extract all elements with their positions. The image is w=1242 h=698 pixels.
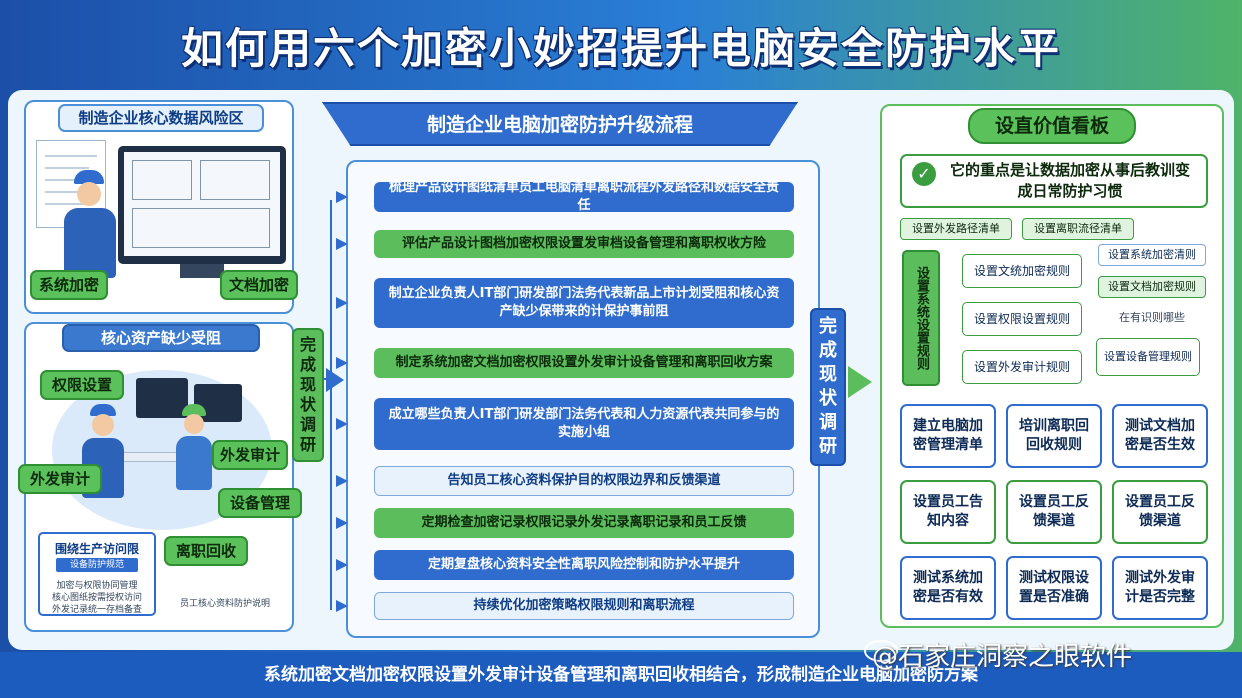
flow-step-arrow-6 [336,475,348,487]
page-title: 如何用六个加密小妙招提升电脑安全防护水平 [180,24,1061,73]
check-icon: ✓ [912,162,936,186]
value-dashboard-title: 设直价值看板 [968,108,1136,144]
value-card-1: 建立电脑加密管理清单 [900,404,996,468]
flow-step-arrow-7 [336,517,348,529]
risk-panel-title: 制造企业核心数据风险区 [58,104,264,132]
left-arrow [326,368,344,392]
path-tab-outbound: 设置外发路径清单 [900,218,1012,240]
flow-step-3: 制立企业负责人IT部门研发部门法务代表新品上市计划受阻和核心资产缺少保带来的计保… [374,278,794,328]
flow-step-1: 梳理产品设计图纸清单员工电脑清单离职流程外发路径和数据安全责任 [374,180,794,213]
flow-step-6: 告知员工核心资料保护目的权限边界和反馈渠道 [374,466,794,496]
flow-step-7: 定期检查加密记录权限记录外发记录离职记录和员工反馈 [374,508,794,538]
flow-step-arrow-9 [336,600,348,612]
policy-side-note: 员工核心资料防护说明 [180,599,271,609]
policy-note-line-2: 核心图纸按需授权访问 [51,593,142,603]
flow-header: 制造企业电脑加密防护升级流程 [426,114,693,136]
tag-document-encryption: 文档加密 [220,270,298,300]
tag-system-encryption: 系统加密 [30,270,108,300]
value-card-7: 测试系统加密是否有效 [900,556,996,620]
flow-step-arrow-2 [336,238,348,250]
flow-step-4: 制定系统加密文档加密权限设置外发审计设备管理和离职回收方案 [374,348,794,378]
value-card-4: 设置员工告知内容 [900,480,996,544]
footer-text: 系统加密文档加密权限设置外发审计设备管理和离职回收相结合，形成制造企业电脑加密防… [264,665,978,685]
value-card-9: 测试外发审计是否完整 [1112,556,1208,620]
watermark-logo [864,640,898,662]
flow-step-2: 评估产品设计图档加密权限设置发审档设备管理和离职权收方险 [374,230,794,258]
highlight-box [900,154,1208,208]
flow-step-arrow-5 [336,418,348,430]
path-tab-resign: 设置离职流径清单 [1022,218,1134,240]
value-card-8: 测试权限设置是否准确 [1006,556,1102,620]
right-arrow [848,366,872,398]
connector-vertical [330,200,332,610]
worker-figure [60,170,120,280]
assets-panel-title: 核心资产缺少受阻 [62,324,260,352]
flow-step-5: 成立哪些负责人IT部门研发部门法务代表和人力资源代表共同参与的实施小组 [374,398,794,450]
rule-outbound-audit: 设置外发审计规则 [962,350,1082,384]
flow-step-arrow-8 [336,559,348,571]
value-card-5: 设置员工反馈渠道 [1006,480,1102,544]
value-card-2: 培训离职回回收规则 [1006,404,1102,468]
tag-permission: 权限设置 [40,370,124,400]
policy-note-title: 围绕生产访问限 [54,542,139,556]
rule-system-encryption: 设置文统加密规则 [962,254,1082,288]
office-worker-1 [80,404,126,514]
tag-outbound-audit-right: 外发审计 [212,440,288,470]
monitor-stand [180,264,224,278]
side-rule-4: 设置设备管理规则 [1096,338,1200,376]
value-card-3: 测试文档加密是否生效 [1112,404,1208,468]
flow-step-8: 定期复盘核心资料安全性离职风险控制和防护水平提升 [374,550,794,580]
policy-note: 围绕生产访问限 设备防护规范 加密与权限协同管理 核心图纸按需授权访问 外发记录… [38,532,156,616]
flow-step-arrow-3 [336,297,348,309]
policy-note-line-3: 外发记录统一存档备查 [51,605,142,615]
flow-step-arrow-1 [336,191,348,203]
footer-bar [0,652,1242,698]
tag-device: 设备管理 [218,488,302,518]
highlight-text: 它的重点是让数据加密从事后教训变成日常防护习惯 [949,161,1190,200]
rule-permission: 设置权限设置规则 [962,302,1082,336]
tag-outbound-audit-left: 外发审计 [18,464,102,494]
rule-vertical-label: 设置系统设置规则 [902,250,940,386]
flow-step-arrow-4 [336,357,348,369]
value-card-6: 设置员工反馈渠道 [1112,480,1208,544]
side-rule-3: 在有识则哪些 [1098,308,1206,330]
monitor [118,146,286,264]
side-rule-2: 设置文档加密规则 [1098,276,1206,298]
right-status-vertical: 完成现状调研 [810,308,846,466]
office-worker-2 [174,404,214,504]
side-rule-1: 设置系统加密清则 [1098,244,1206,266]
left-status-vertical: 完成现状调研 [292,328,324,462]
policy-note-line-1: 加密与权限协同管理 [56,581,138,591]
flow-header-banner [322,102,798,146]
policy-note-sub: 设备防护规范 [56,558,138,572]
watermark: @石家庄洞察之眼软件 [872,642,1133,672]
tag-resign: 离职回收 [164,536,248,566]
flow-step-9: 持续优化加密策略权限规则和离职流程 [374,592,794,620]
